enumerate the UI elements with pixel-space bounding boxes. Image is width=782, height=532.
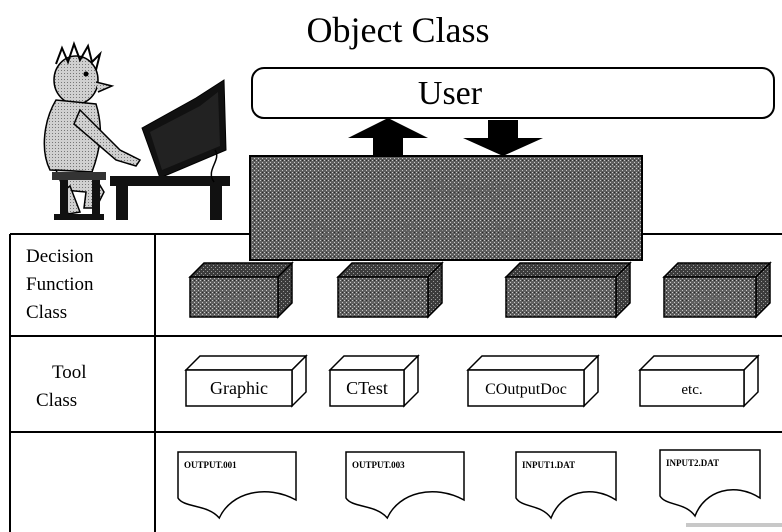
data-file-documents: OUTPUT.001 OUTPUT.003 INPUT1.DAT INPUT2.DAT — [177, 449, 761, 520]
tool-class-box: Graphic — [184, 354, 308, 408]
tool-class-box: CTest — [328, 354, 420, 408]
file-name-label: INPUT1.DAT — [522, 460, 575, 470]
bottom-edge-mark — [686, 523, 782, 527]
class-table — [9, 233, 782, 532]
decision-function-blocks: Global Allocation Convolution Optimize — [188, 261, 772, 319]
manager-block: Manager Decision Function Manager — [249, 155, 643, 261]
up-arrow — [348, 118, 428, 156]
tool-class-label: etc. — [681, 382, 702, 398]
file-document: INPUT1.DAT — [515, 451, 617, 520]
row-label-tool-class: Tool Class — [36, 362, 91, 411]
user-at-computer-illustration — [43, 41, 230, 220]
decision-block-label: Allocation — [351, 291, 415, 307]
tool-class-box: COutputDoc — [466, 354, 600, 408]
decision-block: Convolution — [504, 261, 632, 319]
row-label-decision-function-class: Decision Function Class — [26, 246, 98, 323]
manager-label-line1: Manager — [424, 173, 517, 202]
file-document: OUTPUT.001 — [177, 451, 297, 520]
down-arrow — [463, 120, 543, 156]
decision-block: Optimize — [662, 261, 772, 319]
tool-class-label: CTest — [346, 378, 388, 398]
file-name-label: INPUT2.DAT — [666, 458, 719, 468]
file-document: INPUT2.DAT — [659, 449, 761, 518]
file-document: OUTPUT.003 — [345, 451, 465, 520]
manager-label-line2: Decision Function Manager — [311, 220, 579, 246]
decision-block-label: Global — [214, 291, 255, 307]
user-box: User — [251, 67, 775, 119]
tool-class-boxes: Graphic CTest COutputDoc etc. — [184, 354, 760, 408]
file-name-label: OUTPUT.001 — [184, 460, 237, 470]
tool-class-label: Graphic — [210, 378, 268, 398]
decision-block-label: Optimize — [682, 291, 738, 307]
tool-class-label: COutputDoc — [485, 381, 567, 398]
tool-class-box: etc. — [638, 354, 760, 408]
decision-block: Allocation — [336, 261, 444, 319]
diagram-title: Object Class — [307, 10, 490, 50]
file-name-label: OUTPUT.003 — [352, 460, 405, 470]
decision-block: Global — [188, 261, 294, 319]
user-label: User — [418, 75, 483, 112]
decision-block-label: Convolution — [523, 291, 599, 307]
